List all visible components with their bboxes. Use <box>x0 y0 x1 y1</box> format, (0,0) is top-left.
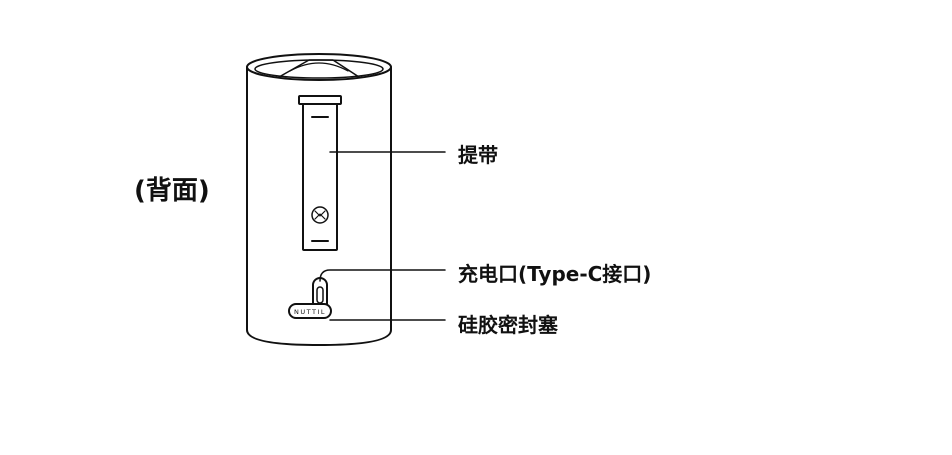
callout-charging-port: 充电口(Type-C接口) <box>458 262 652 286</box>
strap-logo <box>311 206 329 224</box>
callout-silicone-plug: 硅胶密封塞 <box>458 313 558 337</box>
plug-logo-text: NUTTIL <box>294 308 326 316</box>
callout-strap: 提带 <box>458 143 498 167</box>
top-rim <box>246 53 392 81</box>
strap <box>302 103 338 251</box>
callout-line-port <box>319 269 446 282</box>
silicone-plug <box>288 303 332 319</box>
strap-cap <box>298 95 342 105</box>
charging-port <box>316 286 324 304</box>
view-label: (背面) <box>134 176 210 206</box>
cylinder-body <box>246 66 392 346</box>
